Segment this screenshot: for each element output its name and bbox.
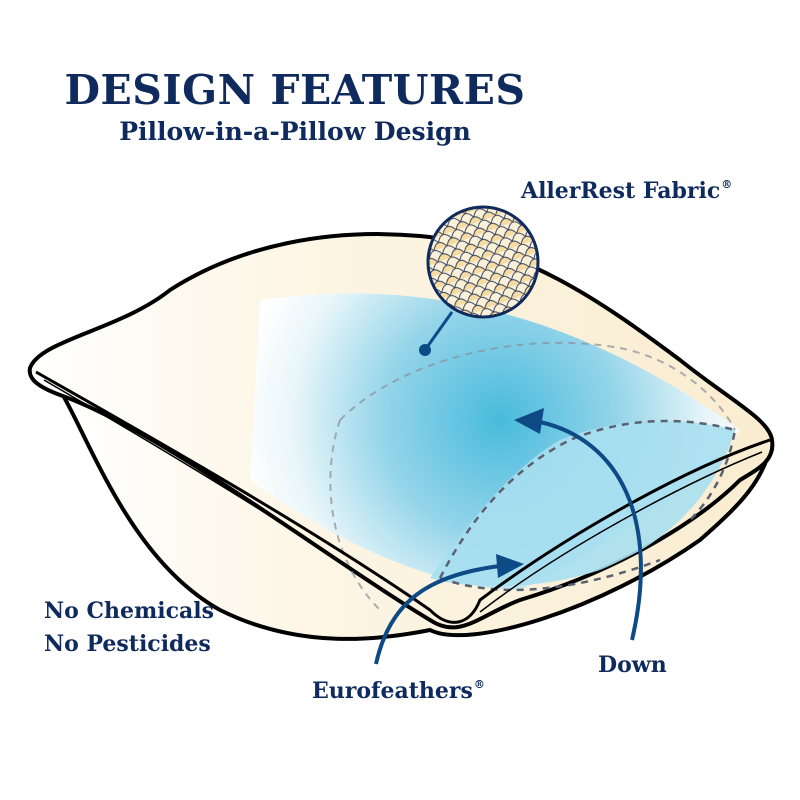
eurofeathers-label: Eurofeathers® bbox=[312, 678, 485, 704]
fabric-pointer-dot bbox=[419, 344, 431, 356]
feature-no-chemicals: No Chemicals bbox=[44, 598, 214, 624]
registered-mark: ® bbox=[721, 178, 733, 191]
down-arrow bbox=[539, 420, 643, 641]
pillow-seam bbox=[35, 370, 771, 624]
eurofeathers-label-text: Eurofeathers bbox=[312, 678, 473, 704]
registered-mark: ® bbox=[473, 678, 485, 691]
down-label: Down bbox=[598, 652, 667, 678]
page-title: DESIGN FEATURES bbox=[64, 66, 526, 114]
fabric-magnifier bbox=[426, 205, 540, 319]
feature-no-pesticides: No Pesticides bbox=[44, 631, 211, 657]
page-subtitle: Pillow-in-a-Pillow Design bbox=[119, 117, 471, 146]
inner-pillow bbox=[430, 420, 735, 587]
fabric-label-text: AllerRest Fabric bbox=[521, 178, 721, 204]
eurofeathers-arrow bbox=[374, 564, 501, 665]
fabric-label: AllerRest Fabric® bbox=[521, 178, 732, 204]
